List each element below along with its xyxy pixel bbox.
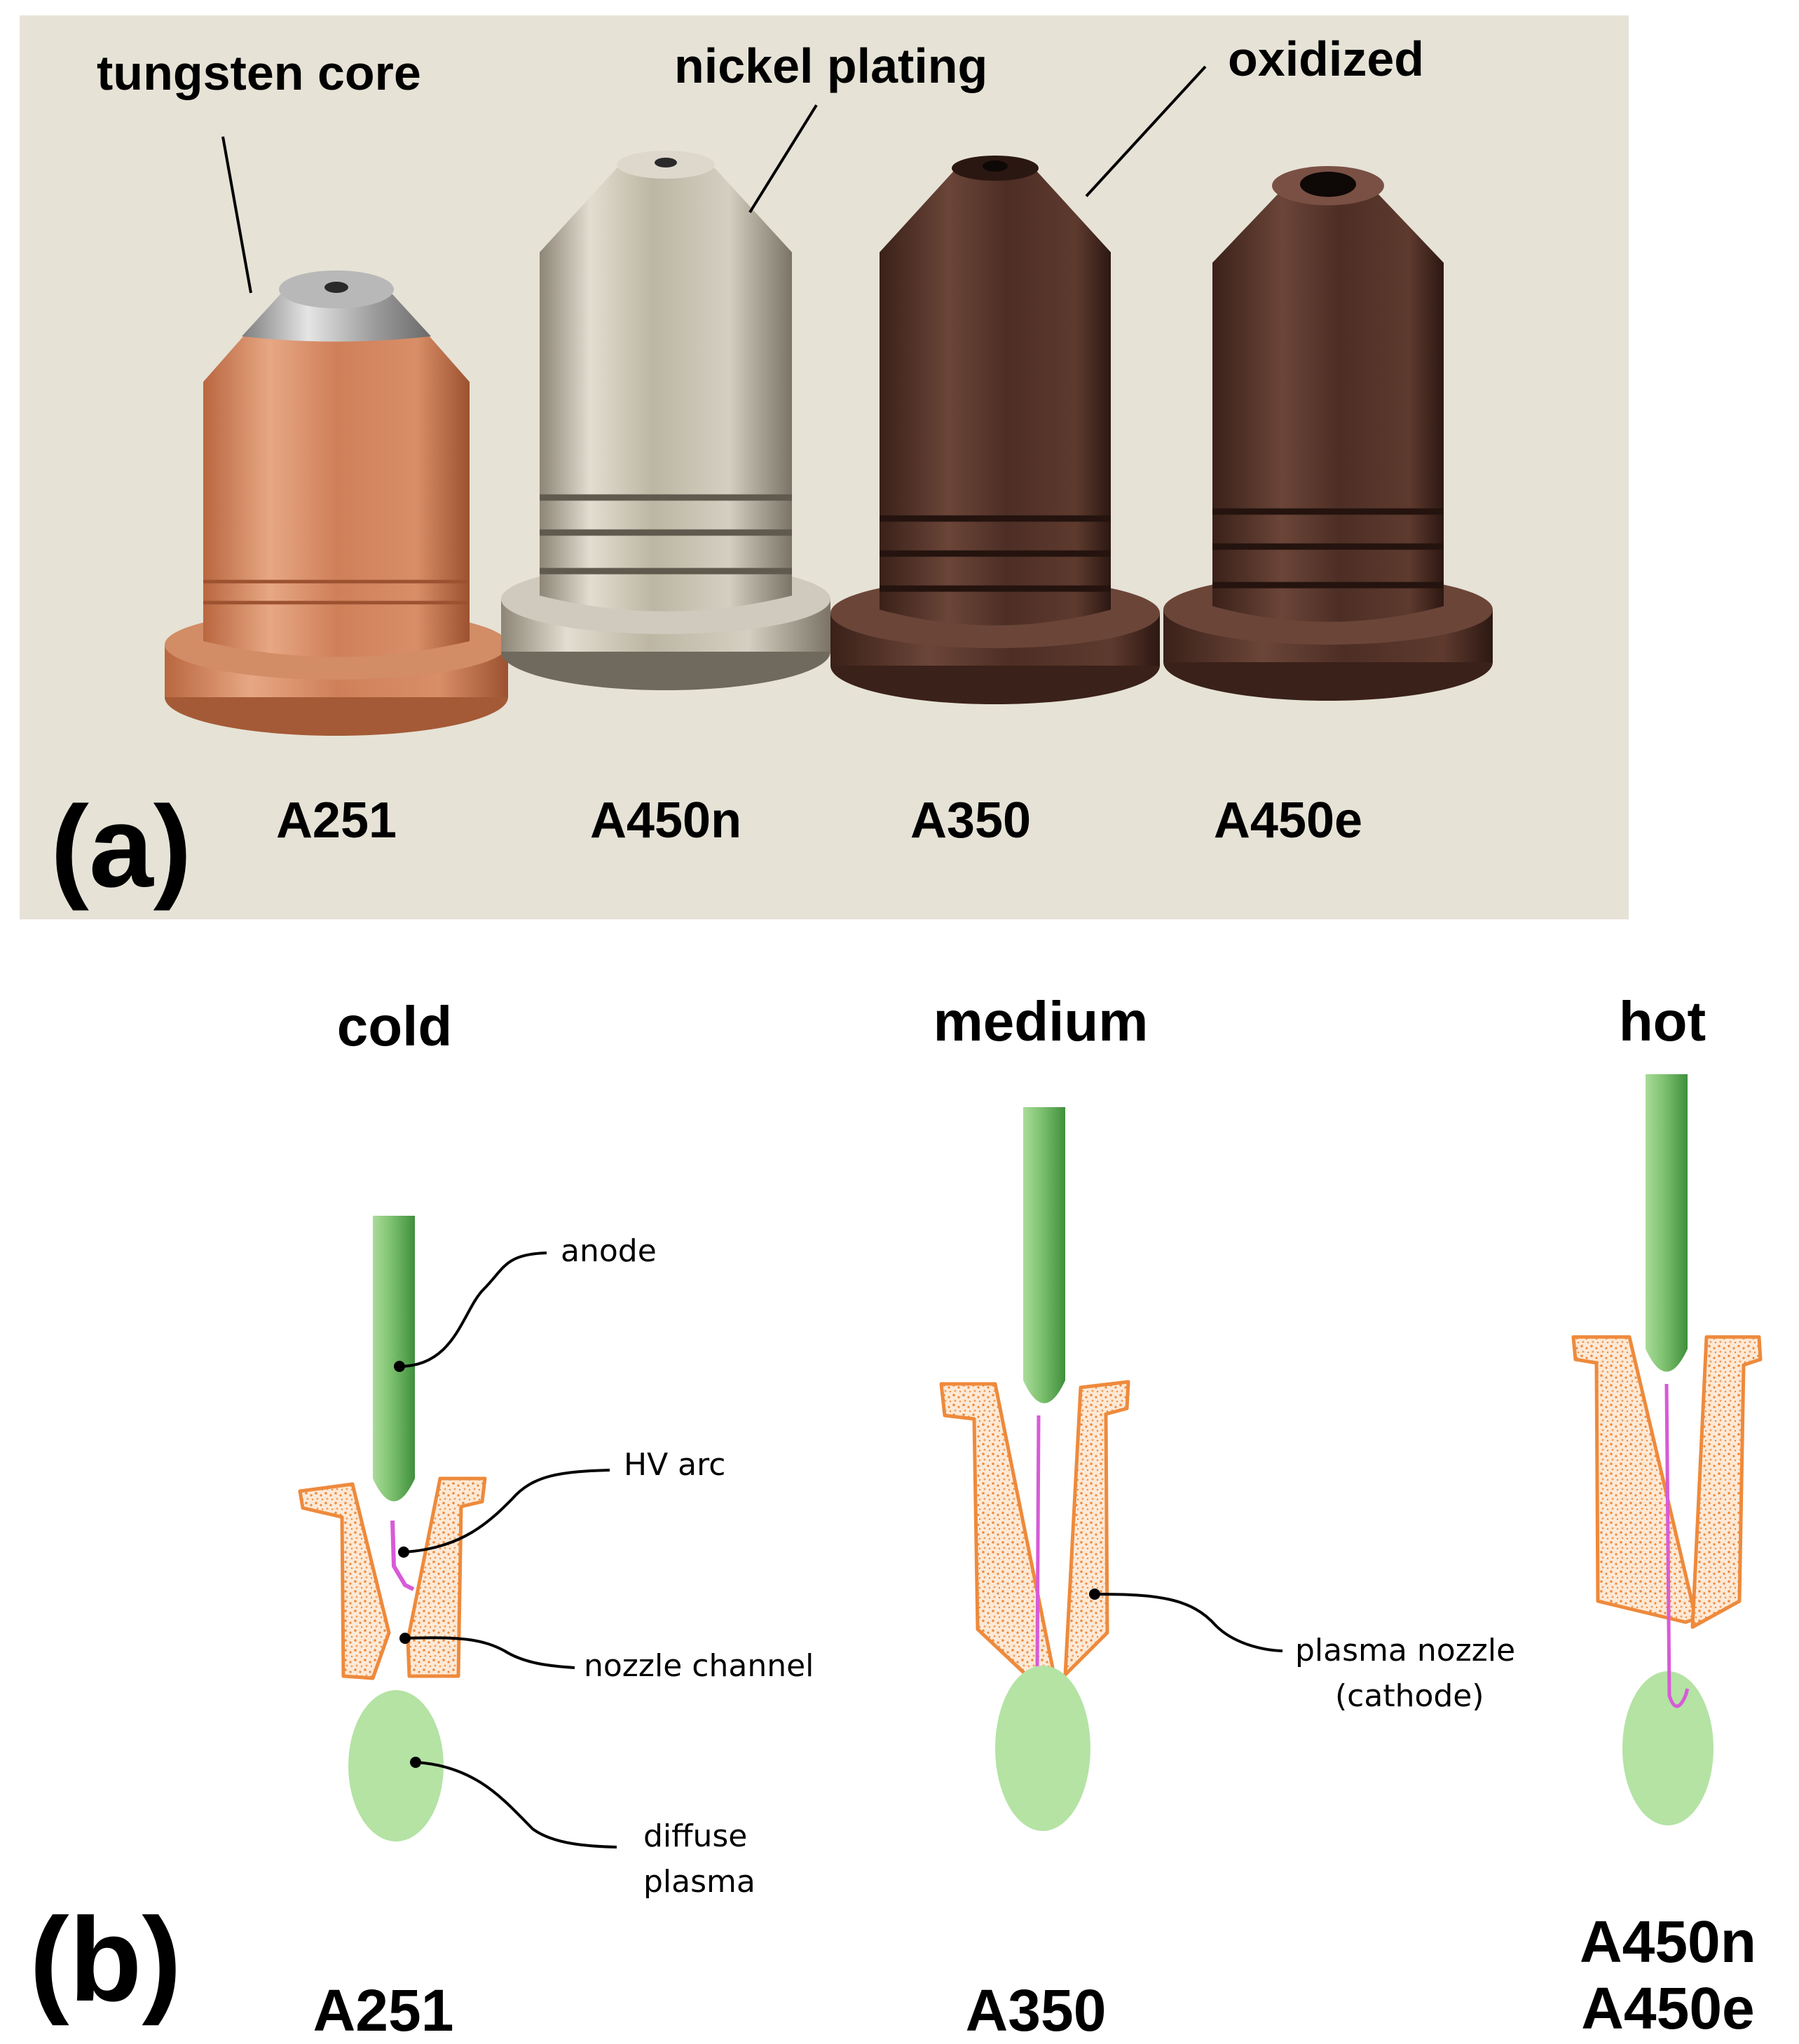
diffuse-plasma-medium xyxy=(995,1666,1090,1831)
nozzle-label-a350: A350 xyxy=(910,793,1031,849)
annotation-anode: anode xyxy=(561,1233,657,1269)
panel-b-label: (b) xyxy=(29,1893,182,2026)
panel-a-photo: tungsten core nickel plating oxidized (a… xyxy=(20,15,1629,919)
annotation-leaders xyxy=(399,1251,1283,1848)
nozzle-label-a450n: A450n xyxy=(590,793,741,849)
model-label-a251: A251 xyxy=(313,1977,454,2043)
nozzle-label-a251: A251 xyxy=(276,793,397,849)
annotation-nozzle-channel: nozzle channel xyxy=(584,1648,814,1684)
nozzle-a350 xyxy=(830,156,1160,704)
column-heading-hot: hot xyxy=(1619,990,1706,1052)
annotation-hv-arc: HV arc xyxy=(624,1447,725,1483)
diffuse-plasma-cold xyxy=(348,1690,444,1841)
nozzle-right-wall-cold xyxy=(406,1476,487,1678)
callout-oxidized: oxidized xyxy=(1228,32,1424,86)
schematic-medium xyxy=(939,1107,1130,1831)
diffuse-plasma-hot xyxy=(1622,1671,1714,1825)
schematic-cold xyxy=(298,1216,487,1841)
annotation-diffuse: diffuse xyxy=(643,1818,747,1854)
panel-b-diagram: (b) cold medium hot A251 A350 A450n A450… xyxy=(29,990,1763,2043)
nozzle-left-wall-cold xyxy=(298,1482,391,1680)
nozzle-right-wall-medium xyxy=(1063,1380,1130,1677)
nozzle-left-wall-hot xyxy=(1571,1335,1698,1624)
nozzle-right-wall-hot xyxy=(1690,1335,1763,1629)
model-label-a450n: A450n xyxy=(1580,1909,1756,1975)
column-heading-medium: medium xyxy=(933,990,1149,1052)
model-label-a350: A350 xyxy=(966,1977,1107,2043)
anode-hot xyxy=(1646,1074,1688,1372)
nozzle-a251 xyxy=(165,270,508,736)
model-label-a450e: A450e xyxy=(1581,1975,1755,2041)
leader-tungsten xyxy=(221,136,252,294)
annotation-plasma-nozzle: plasma nozzle xyxy=(1295,1633,1515,1668)
nozzle-a450e xyxy=(1163,166,1493,701)
panel-a-label: (a) xyxy=(50,782,192,911)
nozzle-left-wall-medium xyxy=(939,1382,1055,1687)
leader-oxidized xyxy=(1085,65,1207,198)
nozzle-a450n xyxy=(501,151,830,690)
annotation-dots xyxy=(394,1361,1100,1768)
annotation-plasma: plasma xyxy=(643,1864,755,1900)
column-heading-cold: cold xyxy=(337,995,452,1057)
leader-nickel xyxy=(748,104,818,214)
nozzle-label-a450e: A450e xyxy=(1214,793,1362,849)
schematic-hot xyxy=(1571,1074,1763,1825)
callout-nickel-plating: nickel plating xyxy=(674,39,987,93)
hv-arc-cold xyxy=(390,1520,415,1591)
annotation-cathode: (cathode) xyxy=(1335,1678,1484,1714)
anode-cold xyxy=(373,1216,415,1502)
hv-arc-hot xyxy=(1664,1383,1690,1708)
anode-medium xyxy=(1023,1107,1065,1404)
callout-tungsten-core: tungsten core xyxy=(97,46,421,100)
